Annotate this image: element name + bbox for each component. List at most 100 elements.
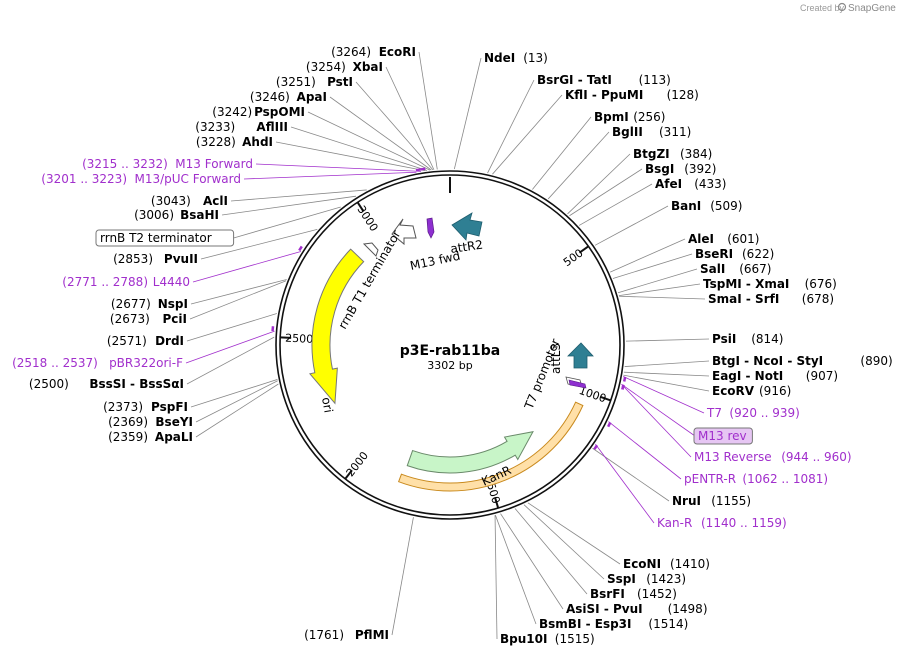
site-name: M13 rev — [698, 429, 747, 443]
site-name: KflI - PpuMI — [565, 88, 643, 102]
site-econi[interactable]: EcoNI(1410) — [623, 557, 710, 571]
site-bseyi[interactable]: BseYI(2369) — [108, 415, 193, 429]
primer-m13-rev[interactable]: M13 rev — [693, 427, 753, 445]
site-pcii[interactable]: PciI(2673) — [110, 312, 187, 326]
leader-line — [221, 195, 357, 216]
site-position: (920 .. 939) — [729, 406, 799, 420]
primer-m13-puc-forward[interactable]: M13/pUC Forward(3201 .. 3223) — [41, 172, 241, 186]
plasmid-size: 3302 bp — [427, 359, 472, 372]
plasmid-name: p3E-rab11ba — [400, 343, 500, 359]
site-bglii[interactable]: BglII(311) — [612, 125, 691, 139]
leader-line — [186, 336, 275, 385]
site-eagi-noti[interactable]: EagI - NotI(907) — [712, 369, 838, 383]
site-bpmi[interactable]: BpmI(256) — [594, 110, 665, 124]
site-rrnb-t2-terminator[interactable]: rrnB T2 terminator — [95, 229, 235, 247]
site-bseri[interactable]: BseRI(622) — [695, 247, 774, 261]
site-bpu10i[interactable]: Bpu10I(1515) — [500, 632, 595, 646]
site-position: (3254) — [306, 60, 346, 74]
leader-line — [527, 502, 621, 565]
site-position: (2359) — [108, 430, 148, 444]
attl3-arrow[interactable] — [567, 342, 594, 369]
site-name: SspI — [607, 572, 636, 586]
primer-t7[interactable]: T7(920 .. 939) — [706, 406, 800, 420]
leader-line — [307, 111, 431, 171]
kanr-arrow[interactable] — [406, 431, 534, 474]
site-name: PsiI — [712, 332, 736, 346]
primer-m13-reverse[interactable]: M13 Reverse(944 .. 960) — [694, 450, 852, 464]
site-position: (1515) — [555, 632, 595, 646]
site-bsrgi-tati[interactable]: BsrGI - TatI(113) — [537, 73, 671, 87]
site-sspi[interactable]: SspI(1423) — [607, 572, 686, 586]
site-alei[interactable]: AleI(601) — [688, 232, 759, 246]
site-name: PflMI — [355, 628, 389, 642]
primer-m13-forward[interactable]: M13 Forward(3215 .. 3232) — [82, 157, 253, 171]
rrnb-t1-terminator-small-arrow[interactable] — [362, 242, 379, 257]
site-bsrfi[interactable]: BsrFI(1452) — [590, 587, 677, 601]
site-apali[interactable]: ApaLI(2359) — [108, 430, 193, 444]
site-smai-srfi[interactable]: SmaI - SrfI(678) — [708, 292, 834, 306]
leader-line — [621, 384, 696, 437]
leader-line — [547, 131, 610, 200]
site-bsahi[interactable]: BsaHI(3006) — [134, 208, 219, 222]
leader-line — [623, 374, 710, 392]
rrnb-t1-terminator-arrow[interactable] — [391, 218, 417, 246]
site-bsssi-bsss-i[interactable]: BssSI - BssSαI(2500) — [29, 377, 184, 391]
m13-rev-feature[interactable] — [568, 379, 587, 389]
site-ecori[interactable]: EcoRI(3264) — [331, 45, 416, 59]
site-btgi-ncoi-styi[interactable]: BtgI - NcoI - StyI(890) — [712, 354, 893, 368]
site-position: (2677) — [111, 297, 151, 311]
leader-line — [190, 379, 278, 408]
site-btgzi[interactable]: BtgZI(384) — [633, 147, 712, 161]
site-pspomi[interactable]: PspOMI(3242) — [212, 105, 305, 119]
primer-l4440[interactable]: L4440(2771 .. 2788) — [62, 275, 190, 289]
site-sali[interactable]: SalI(667) — [700, 262, 771, 276]
site-nrui[interactable]: NruI(1155) — [672, 494, 751, 508]
site-ndei[interactable]: NdeI(13) — [484, 51, 548, 65]
site-bsmbi-esp3i[interactable]: BsmBI - Esp3I(1514) — [539, 617, 688, 631]
site-pspfi[interactable]: PspFI(2373) — [103, 400, 188, 414]
site-xbai[interactable]: XbaI(3254) — [306, 60, 383, 74]
site-position: (2518 .. 2537) — [12, 356, 98, 370]
site-afliii[interactable]: AflIII(3233) — [195, 120, 288, 134]
site-name: DrdI — [155, 334, 184, 348]
leader-line — [255, 163, 422, 172]
site-asisi-pvui[interactable]: AsiSI - PvuI(1498) — [566, 602, 708, 616]
site-pvuii[interactable]: PvuII(2853) — [113, 252, 198, 266]
site-position: (1062 .. 1081) — [742, 472, 828, 486]
site-apai[interactable]: ApaI(3246) — [250, 90, 327, 104]
site-name: L4440 — [153, 275, 190, 289]
site-name: PciI — [163, 312, 188, 326]
site-tspmi-xmai[interactable]: TspMI - XmaI(676) — [703, 277, 837, 291]
primer-pbr322ori-f[interactable]: pBR322ori-F(2518 .. 2537) — [12, 356, 183, 370]
ori-arrow[interactable] — [308, 248, 365, 405]
site-kfli-ppumi[interactable]: KflI - PpuMI(128) — [565, 88, 699, 102]
site-psii[interactable]: PsiI(814) — [712, 332, 783, 346]
primer-pentr-r[interactable]: pENTR-R(1062 .. 1081) — [684, 472, 828, 486]
site-afei[interactable]: AfeI(433) — [655, 177, 726, 191]
site-nspi[interactable]: NspI(2677) — [111, 297, 188, 311]
site-position: (433) — [694, 177, 726, 191]
site-name: ApaI — [297, 90, 327, 104]
site-ahdi[interactable]: AhdI(3228) — [196, 135, 273, 149]
site-psti[interactable]: PstI(3251) — [276, 75, 353, 89]
primer-kan-r[interactable]: Kan-R(1140 .. 1159) — [657, 516, 787, 530]
kanr-primer-bar[interactable] — [397, 401, 584, 492]
credit-prefix: Created by — [800, 3, 845, 13]
site-drdi[interactable]: DrdI(2571) — [107, 334, 184, 348]
site-acli[interactable]: AclI(3043) — [151, 194, 228, 208]
tick-label: 2000 — [344, 449, 371, 479]
primer-mark — [621, 384, 625, 390]
site-name: BtgZI — [633, 147, 670, 161]
site-position: (1452) — [637, 587, 677, 601]
site-position: (392) — [684, 162, 716, 176]
site-bsgi[interactable]: BsgI(392) — [645, 162, 716, 176]
site-bani[interactable]: BanI(509) — [671, 199, 742, 213]
site-name: PvuII — [164, 252, 198, 266]
attr2-arrow[interactable] — [451, 212, 483, 241]
site-ecorv[interactable]: EcoRV(916) — [712, 384, 791, 398]
m13-fwd-arrow[interactable] — [426, 217, 435, 239]
site-name: EcoRI — [379, 45, 416, 59]
site-pflmi[interactable]: PflMI(1761) — [304, 628, 389, 642]
leader-line — [200, 229, 318, 260]
site-name: BtgI - NcoI - StyI — [712, 354, 823, 368]
